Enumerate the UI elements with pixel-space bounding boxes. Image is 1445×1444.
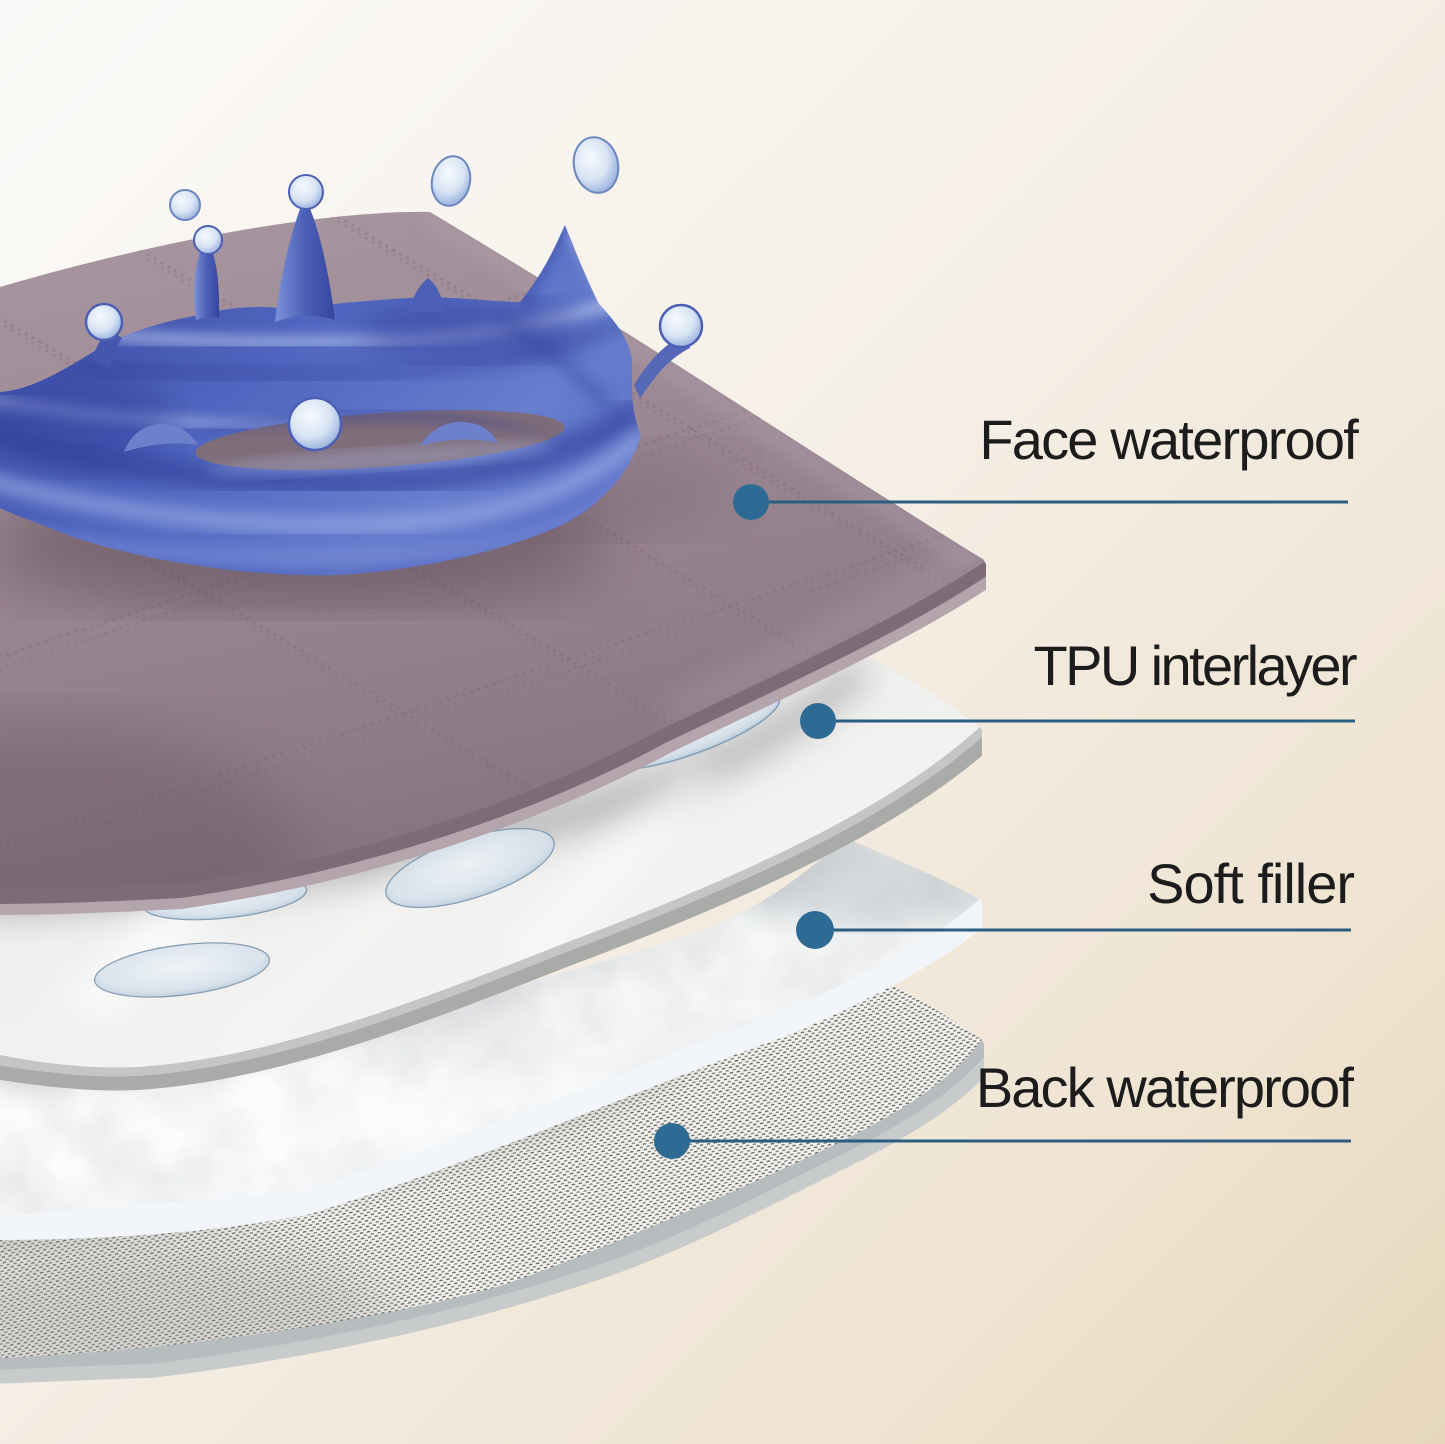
svg-text:Back waterproof: Back waterproof xyxy=(976,1056,1354,1119)
svg-text:Soft filler: Soft filler xyxy=(1147,852,1354,915)
svg-text:Face waterproof: Face waterproof xyxy=(979,408,1359,471)
svg-text:TPU interlayer: TPU interlayer xyxy=(1034,634,1357,697)
